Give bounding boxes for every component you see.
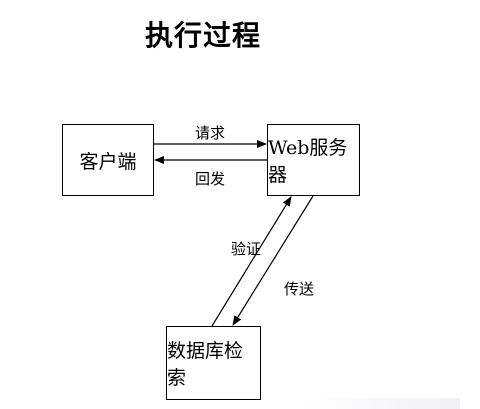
web-server-node-label: Web服务器 <box>268 137 348 186</box>
database-search-node-label: 数据库检索 <box>167 340 244 389</box>
verify-label: 验证 <box>231 240 262 258</box>
diagram-title: 执行过程 <box>144 19 261 52</box>
verify-arrow <box>211 196 292 327</box>
transfer-arrow <box>232 195 314 326</box>
transfer-label: 传送 <box>284 280 315 298</box>
client-node-label: 客户端 <box>79 150 137 173</box>
request-label: 请求 <box>195 124 226 142</box>
response-label: 回发 <box>195 170 226 188</box>
database-search-node: 数据库检索 <box>166 326 261 400</box>
client-node: 客户端 <box>62 124 154 196</box>
bottom-shade <box>300 398 460 409</box>
web-server-node: Web服务器 <box>267 124 360 196</box>
